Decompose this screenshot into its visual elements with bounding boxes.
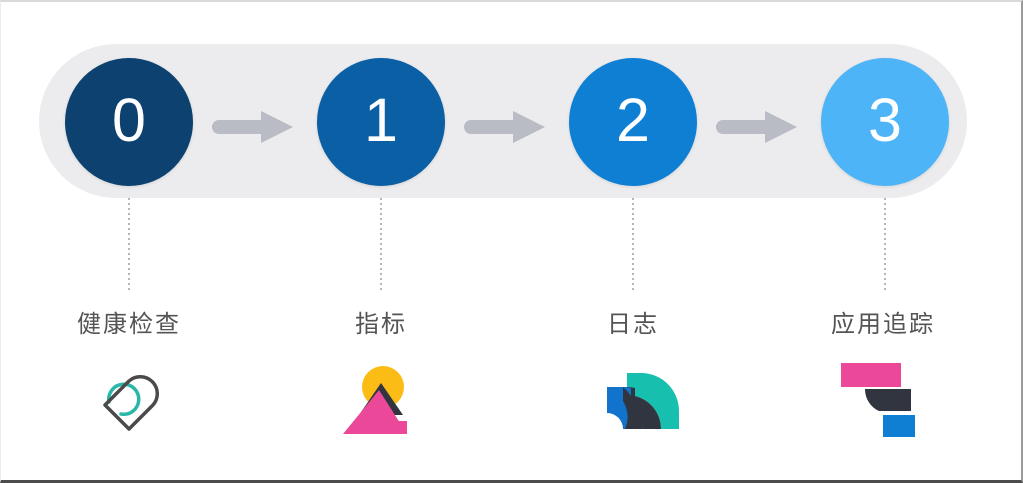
stage-number-3: 3 <box>868 85 902 154</box>
connector-line-2 <box>632 198 634 292</box>
stage-circle-1[interactable]: 1 <box>317 58 445 186</box>
stage-number-1: 1 <box>364 85 398 154</box>
arrow-1-to-2 <box>463 110 547 144</box>
stage-label-0: 健康检查 <box>77 311 181 338</box>
arrow-2-to-3 <box>715 110 799 144</box>
stage-number-2: 2 <box>616 85 650 154</box>
stage-label-3: 应用追踪 <box>831 311 935 338</box>
stage-label-2: 日志 <box>607 311 659 338</box>
connector-line-3 <box>884 198 886 292</box>
stage-circle-0[interactable]: 0 <box>65 58 193 186</box>
connector-line-1 <box>380 198 382 292</box>
nested-arcs-logs-icon <box>579 357 699 457</box>
connector-line-0 <box>128 198 130 292</box>
heart-healthcheck-icon <box>69 357 189 457</box>
arrow-0-to-1 <box>211 110 295 144</box>
stage-number-0: 0 <box>112 85 146 154</box>
stage-circle-3[interactable]: 3 <box>821 58 949 186</box>
stacked-blocks-tracing-icon <box>823 357 943 457</box>
stage-label-1: 指标 <box>355 311 407 338</box>
stage-circle-2[interactable]: 2 <box>569 58 697 186</box>
mountain-sun-metrics-icon <box>321 357 441 457</box>
